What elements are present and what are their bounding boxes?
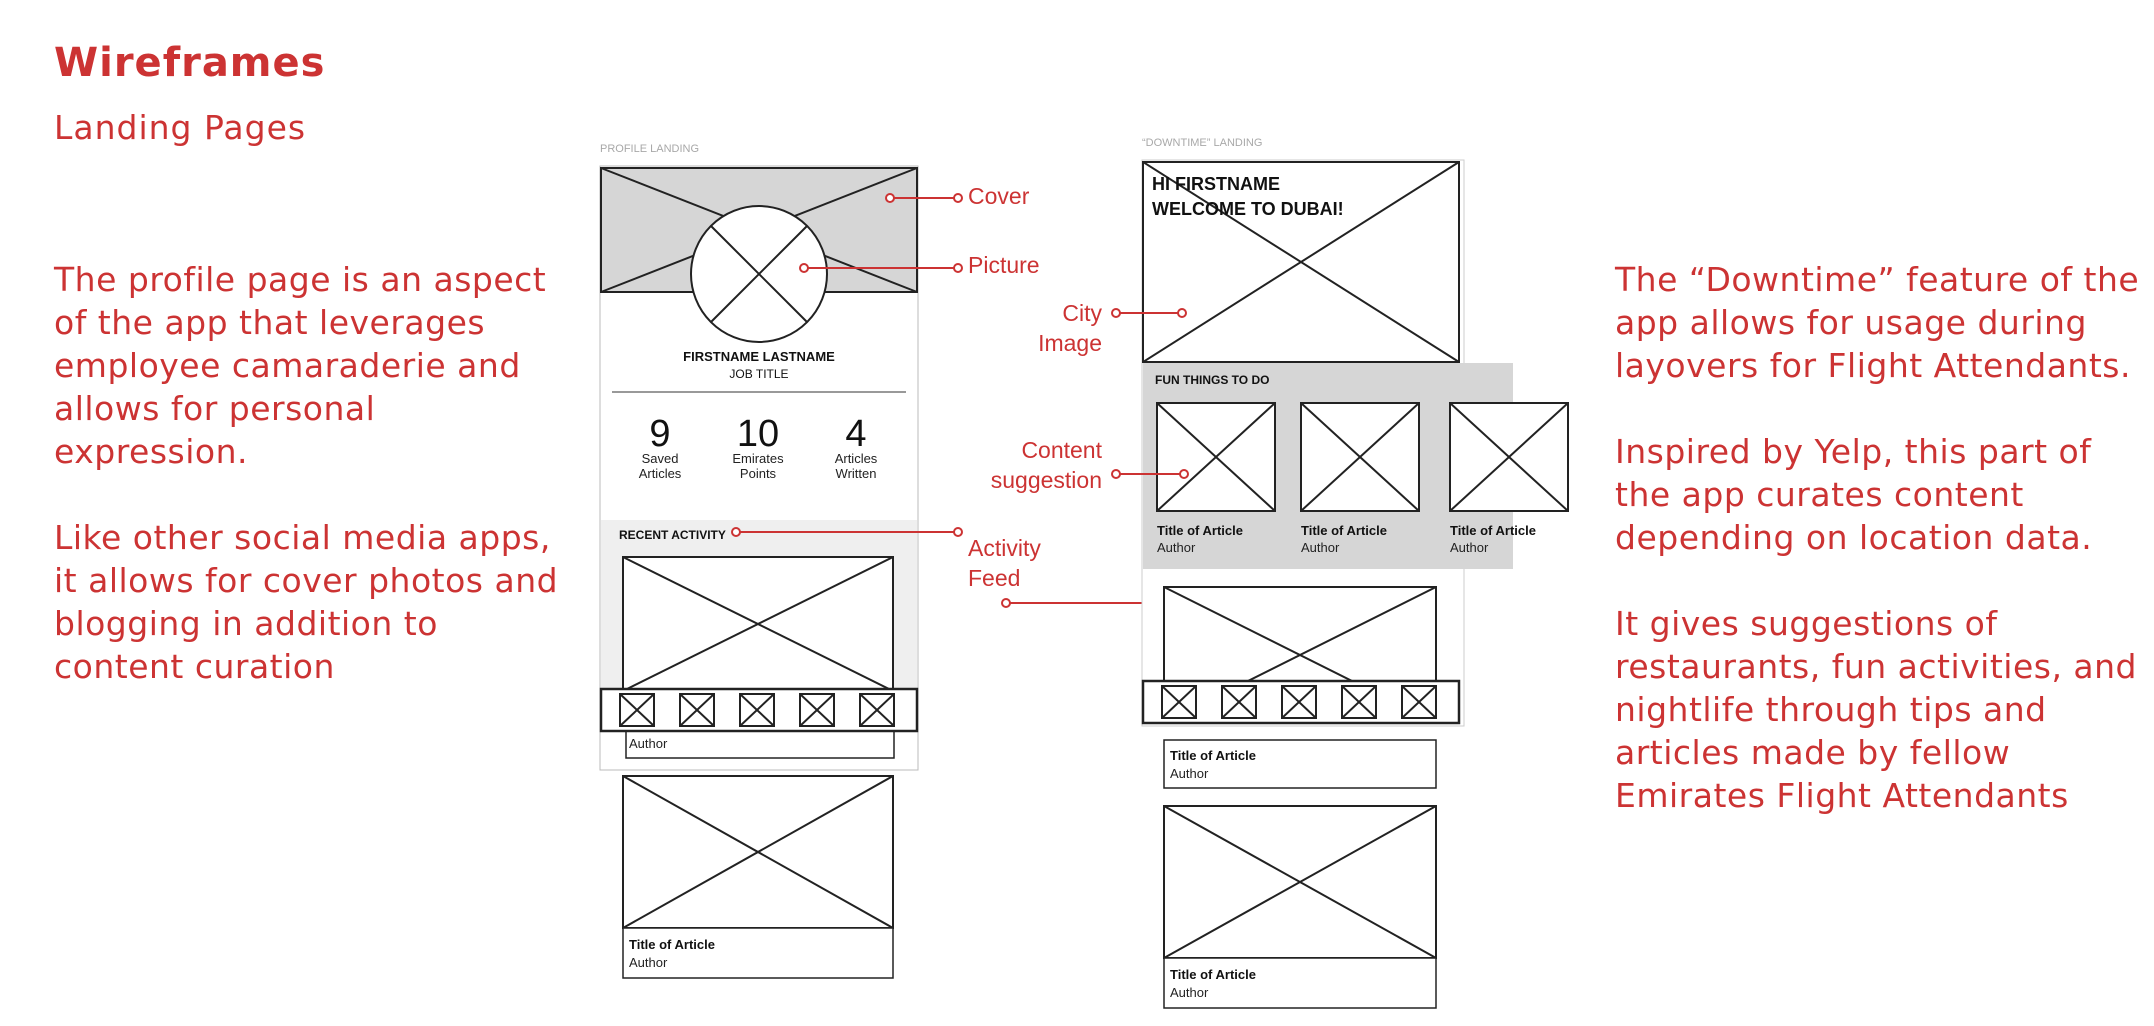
profile-description-p2: Like other social media apps, it allows … xyxy=(54,518,559,686)
city-callout-label: City xyxy=(1062,300,1102,326)
callout-dot xyxy=(1177,308,1187,318)
profile-callouts: Cover Picture Activity Feed xyxy=(731,183,1165,608)
profile-description: The profile page is an aspect of the app… xyxy=(54,258,574,731)
feed-author: Author xyxy=(1170,766,1209,781)
downtime-description: The “Downtime” feature of the app allows… xyxy=(1615,258,2154,860)
activity-caption-box xyxy=(625,729,895,759)
page-subtitle: Landing Pages xyxy=(54,108,307,147)
downtime-wireframe: “DOWNTIME” LANDING HI FIRSTNAME WELCOME … xyxy=(1141,137,1569,1009)
article-author: Author xyxy=(629,955,668,970)
profile-label: PROFILE LANDING xyxy=(600,143,699,155)
feed-title: Title of Article xyxy=(1170,967,1256,982)
greeting-line-1: HI FIRSTNAME xyxy=(1152,174,1280,194)
downtime-description-p3: It gives suggestions of restaurants, fun… xyxy=(1615,604,2138,815)
activity-callout-label: Activity xyxy=(968,535,1041,561)
callout-dot xyxy=(799,263,809,273)
stat-label: Saved xyxy=(642,451,679,466)
content-callout-label: suggestion xyxy=(991,467,1102,493)
suggestion-card[interactable]: Title of Article Author xyxy=(1300,402,1420,555)
stat-label: Written xyxy=(836,466,877,481)
picture-callout-label: Picture xyxy=(968,252,1040,278)
callout-dot xyxy=(1179,469,1189,479)
callout-dot xyxy=(1111,308,1121,318)
nav-item[interactable] xyxy=(1341,685,1377,719)
feed-title: Title of Article xyxy=(1170,748,1256,763)
callout-dot xyxy=(953,193,963,203)
nav-item[interactable] xyxy=(619,693,655,727)
profile-wireframe: PROFILE LANDING FIRSTNAME LASTNAME JOB T… xyxy=(599,143,919,979)
suggestion-author: Author xyxy=(1301,540,1340,555)
stat-label: Points xyxy=(740,466,777,481)
feed-caption-box xyxy=(1163,739,1437,789)
profile-job-title: JOB TITLE xyxy=(729,367,788,381)
stat-value: 10 xyxy=(737,413,779,455)
stat-saved-articles: 9 Saved Articles xyxy=(639,413,682,481)
nav-item[interactable] xyxy=(799,693,835,727)
callout-dot xyxy=(885,193,895,203)
stat-value: 9 xyxy=(649,413,670,455)
suggestion-card[interactable]: Title of Article Author xyxy=(1156,402,1276,555)
suggestion-title: Title of Article xyxy=(1450,523,1536,538)
activity-author: Author xyxy=(629,736,668,751)
nav-item[interactable] xyxy=(739,693,775,727)
profile-description-p1: The profile page is an aspect of the app… xyxy=(54,260,547,471)
nav-item[interactable] xyxy=(1281,685,1317,719)
nav-item[interactable] xyxy=(1161,685,1197,719)
feed-author: Author xyxy=(1170,985,1209,1000)
suggestion-author: Author xyxy=(1450,540,1489,555)
suggestion-card[interactable]: Title of Article Author xyxy=(1449,402,1569,555)
content-callout-label: Content xyxy=(1021,437,1102,463)
suggestion-title: Title of Article xyxy=(1157,523,1243,538)
nav-item[interactable] xyxy=(859,693,895,727)
stat-label: Articles xyxy=(639,466,682,481)
stat-articles-written: 4 Articles Written xyxy=(835,413,878,481)
profile-name: FIRSTNAME LASTNAME xyxy=(683,349,835,364)
callout-dot xyxy=(953,527,963,537)
article-title: Title of Article xyxy=(629,937,715,952)
article-cross-line xyxy=(622,775,894,929)
feed-cross-line xyxy=(1163,805,1437,959)
suggestion-author: Author xyxy=(1157,540,1196,555)
article-caption-box xyxy=(622,927,894,979)
picture-cross-line xyxy=(710,225,808,323)
downtime-description-p1: The “Downtime” feature of the app allows… xyxy=(1615,260,2140,385)
stat-label: Articles xyxy=(835,451,878,466)
activity-cross-line xyxy=(622,556,894,692)
callout-dot xyxy=(731,527,741,537)
cover-callout-label: Cover xyxy=(968,183,1030,209)
downtime-description-p2: Inspired by Yelp, this part of the app c… xyxy=(1615,432,2093,557)
stat-label: Emirates xyxy=(732,451,784,466)
activity-callout-label: Feed xyxy=(968,565,1020,591)
suggestion-title: Title of Article xyxy=(1301,523,1387,538)
callout-dot xyxy=(1111,469,1121,479)
greeting-line-2: WELCOME TO DUBAI! xyxy=(1152,199,1344,219)
callout-dot xyxy=(1001,598,1011,608)
page-title: Wireframes xyxy=(54,40,326,86)
callout-dot xyxy=(953,263,963,273)
city-cross-line xyxy=(1142,161,1460,363)
nav-item[interactable] xyxy=(1221,685,1257,719)
stat-emirates-points: 10 Emirates Points xyxy=(732,413,784,481)
recent-activity-heading: RECENT ACTIVITY xyxy=(619,528,726,542)
downtime-label: “DOWNTIME” LANDING xyxy=(1142,137,1262,149)
fun-things-heading: FUN THINGS TO DO xyxy=(1155,373,1269,387)
city-callout-label: Image xyxy=(1038,330,1102,356)
feed-caption-box xyxy=(1163,957,1437,1009)
stat-value: 4 xyxy=(845,413,866,455)
nav-item[interactable] xyxy=(1401,685,1437,719)
nav-item[interactable] xyxy=(679,693,715,727)
downtime-callouts: City Image Content suggestion xyxy=(991,300,1189,493)
